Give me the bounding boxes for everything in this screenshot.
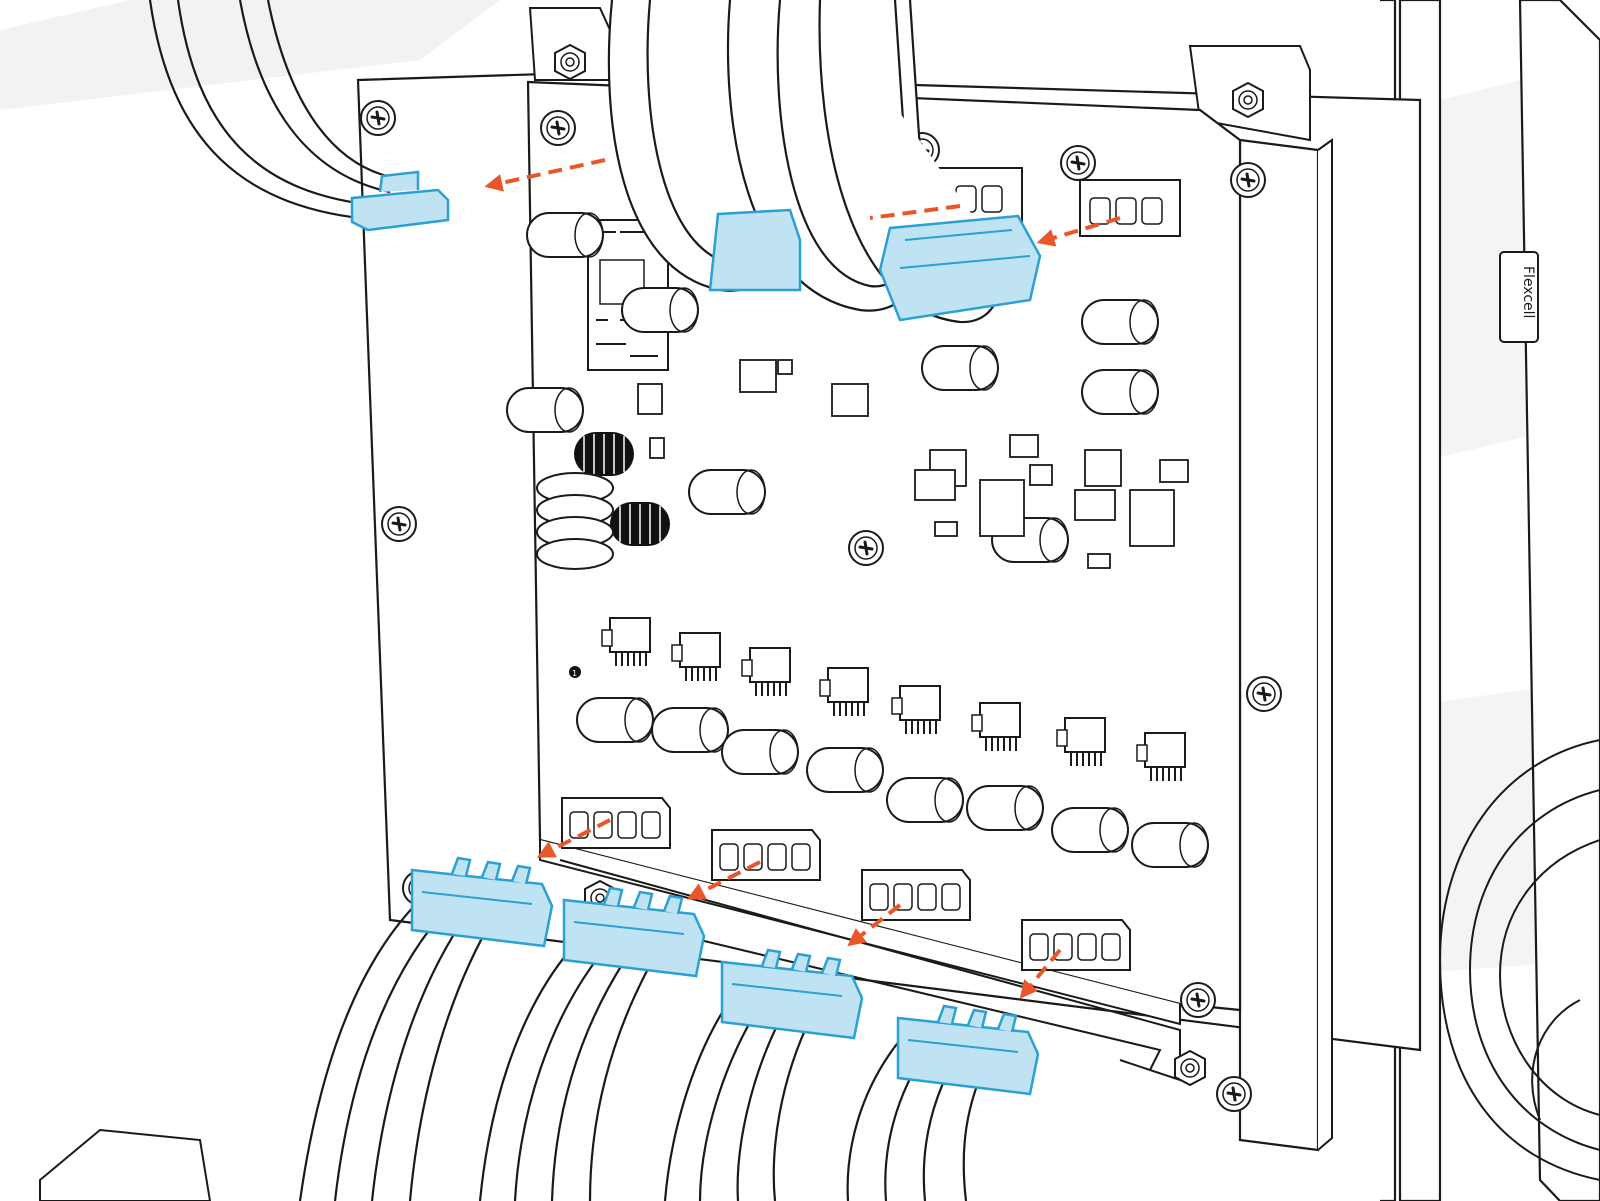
rail-logo: Flexcell xyxy=(1520,266,1536,318)
coil-spring xyxy=(536,472,614,570)
cable-bundle-bottom xyxy=(298,899,991,1201)
looped-cables xyxy=(607,0,1002,324)
toroid-inductor xyxy=(574,432,670,546)
cable-coil xyxy=(1438,739,1600,1181)
board-marker: 1 xyxy=(569,666,581,678)
unplug-arrow-icon xyxy=(484,158,1121,999)
connector-top-multi xyxy=(708,208,1042,322)
floor-shape xyxy=(39,1128,212,1201)
board-marker-label: 1 xyxy=(572,669,577,678)
cable-bundle-top-left xyxy=(148,0,396,222)
front-bracket xyxy=(1238,138,1333,1152)
connector-2pin xyxy=(350,170,450,232)
transistor-cluster xyxy=(637,359,1189,569)
